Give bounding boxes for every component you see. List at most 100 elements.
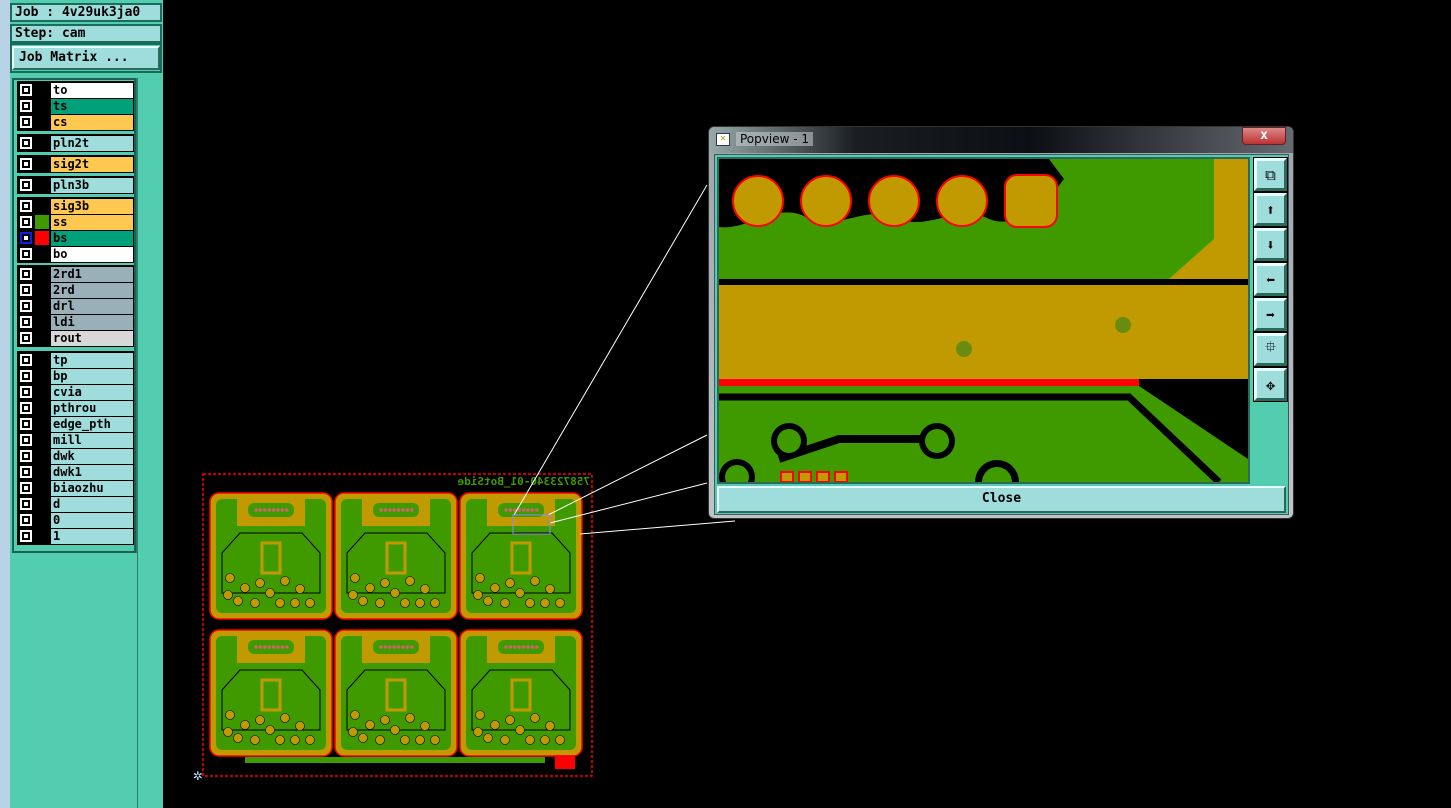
layer-row-2rd1[interactable]: 2rd1 <box>18 266 133 282</box>
zoom-out-button[interactable]: ✥ <box>1253 367 1288 402</box>
layer-name[interactable]: ldi <box>51 314 133 330</box>
layer-row-edge_pth[interactable]: edge_pth <box>18 416 133 432</box>
layer-checkbox[interactable] <box>19 481 33 495</box>
layer-checkbox[interactable] <box>19 247 33 261</box>
layer-color-swatch[interactable] <box>35 315 49 329</box>
layer-checkbox[interactable] <box>19 497 33 511</box>
layer-row-1[interactable]: 1 <box>18 528 133 544</box>
layer-row-bs[interactable]: bs <box>18 230 133 246</box>
layer-checkbox[interactable] <box>19 465 33 479</box>
layer-name[interactable]: biaozhu <box>51 480 133 496</box>
layer-checkbox[interactable] <box>19 157 33 171</box>
layer-row-sig3b[interactable]: sig3b <box>18 198 133 214</box>
layer-checkbox[interactable] <box>19 385 33 399</box>
layer-name[interactable]: 0 <box>51 512 133 528</box>
layer-name[interactable]: ss <box>51 214 133 230</box>
layer-name[interactable]: edge_pth <box>51 416 133 432</box>
layer-checkbox[interactable] <box>19 299 33 313</box>
layer-checkbox[interactable] <box>19 83 33 97</box>
popview-canvas[interactable] <box>717 157 1250 484</box>
layer-name[interactable]: 1 <box>51 528 133 544</box>
layer-color-swatch[interactable] <box>35 215 49 229</box>
layer-checkbox[interactable] <box>19 115 33 129</box>
layer-name[interactable]: dwk1 <box>51 464 133 480</box>
layer-row-dwk1[interactable]: dwk1 <box>18 464 133 480</box>
layer-color-swatch[interactable] <box>35 449 49 463</box>
layer-row-rout[interactable]: rout <box>18 330 133 346</box>
layer-checkbox[interactable] <box>19 417 33 431</box>
layer-row-pthrou[interactable]: pthrou <box>18 400 133 416</box>
layer-checkbox[interactable] <box>19 283 33 297</box>
layer-name[interactable]: pthrou <box>51 400 133 416</box>
layer-name[interactable]: bp <box>51 368 133 384</box>
layer-row-drl[interactable]: drl <box>18 298 133 314</box>
layer-row-dwk[interactable]: dwk <box>18 448 133 464</box>
layer-name[interactable]: drl <box>51 298 133 314</box>
layer-color-swatch[interactable] <box>35 157 49 171</box>
layer-color-swatch[interactable] <box>35 178 49 192</box>
layer-name[interactable]: tp <box>51 352 133 368</box>
layer-color-swatch[interactable] <box>35 136 49 150</box>
layer-name[interactable]: cvia <box>51 384 133 400</box>
layer-color-swatch[interactable] <box>35 267 49 281</box>
layer-color-swatch[interactable] <box>35 481 49 495</box>
layer-row-pln3b[interactable]: pln3b <box>18 177 133 193</box>
zoom-in-button[interactable]: ⯐ <box>1253 332 1288 367</box>
layer-checkbox[interactable] <box>19 401 33 415</box>
close-button[interactable]: Close <box>717 486 1286 513</box>
layer-name[interactable]: to <box>51 82 133 98</box>
layer-checkbox[interactable] <box>19 178 33 192</box>
layer-row-ldi[interactable]: ldi <box>18 314 133 330</box>
layer-name[interactable]: cs <box>51 114 133 130</box>
popview-titlebar[interactable]: ✕ Popview - 1 x <box>709 127 1293 153</box>
layer-checkbox[interactable] <box>19 136 33 150</box>
layer-color-swatch[interactable] <box>35 99 49 113</box>
layer-row-to[interactable]: to <box>18 82 133 98</box>
layer-name[interactable]: bs <box>51 230 133 246</box>
layer-name[interactable]: rout <box>51 330 133 346</box>
layer-row-cvia[interactable]: cvia <box>18 384 133 400</box>
layer-name[interactable]: 2rd1 <box>51 266 133 282</box>
layer-name[interactable]: bo <box>51 246 133 262</box>
window-close-button[interactable]: x <box>1242 127 1286 145</box>
layer-name[interactable]: sig2t <box>51 156 133 172</box>
layer-color-swatch[interactable] <box>35 115 49 129</box>
layer-row-tp[interactable]: tp <box>18 352 133 368</box>
layer-checkbox[interactable] <box>19 449 33 463</box>
layer-color-swatch[interactable] <box>35 283 49 297</box>
layer-color-swatch[interactable] <box>35 369 49 383</box>
layer-row-ts[interactable]: ts <box>18 98 133 114</box>
layer-row-pln2t[interactable]: pln2t <box>18 135 133 151</box>
layer-name[interactable]: sig3b <box>51 198 133 214</box>
layer-color-swatch[interactable] <box>35 331 49 345</box>
layer-name[interactable]: dwk <box>51 448 133 464</box>
layer-color-swatch[interactable] <box>35 353 49 367</box>
layer-name[interactable]: 2rd <box>51 282 133 298</box>
layer-color-swatch[interactable] <box>35 231 49 245</box>
layer-checkbox[interactable] <box>19 369 33 383</box>
pcb-panel-view[interactable]: 758723340-01_BotSide <box>190 465 610 795</box>
layer-color-swatch[interactable] <box>35 465 49 479</box>
layer-checkbox[interactable] <box>19 231 33 245</box>
layer-row-cs[interactable]: cs <box>18 114 133 130</box>
pan-left-button[interactable]: ⬅ <box>1253 262 1288 297</box>
pan-up-button[interactable]: ⬆ <box>1253 192 1288 227</box>
layer-checkbox[interactable] <box>19 353 33 367</box>
layer-name[interactable]: pln3b <box>51 177 133 193</box>
layer-color-swatch[interactable] <box>35 83 49 97</box>
layer-row-ss[interactable]: ss <box>18 214 133 230</box>
layer-checkbox[interactable] <box>19 315 33 329</box>
layer-checkbox[interactable] <box>19 433 33 447</box>
layer-checkbox[interactable] <box>19 331 33 345</box>
layer-name[interactable]: pln2t <box>51 135 133 151</box>
layer-color-swatch[interactable] <box>35 199 49 213</box>
layer-checkbox[interactable] <box>19 529 33 543</box>
pan-right-button[interactable]: ➡ <box>1253 297 1288 332</box>
job-matrix-button[interactable]: Job Matrix ... <box>12 46 160 70</box>
layer-row-d[interactable]: d <box>18 496 133 512</box>
layer-name[interactable]: d <box>51 496 133 512</box>
layer-row-biaozhu[interactable]: biaozhu <box>18 480 133 496</box>
layer-row-0[interactable]: 0 <box>18 512 133 528</box>
layer-color-swatch[interactable] <box>35 417 49 431</box>
layer-row-2rd[interactable]: 2rd <box>18 282 133 298</box>
